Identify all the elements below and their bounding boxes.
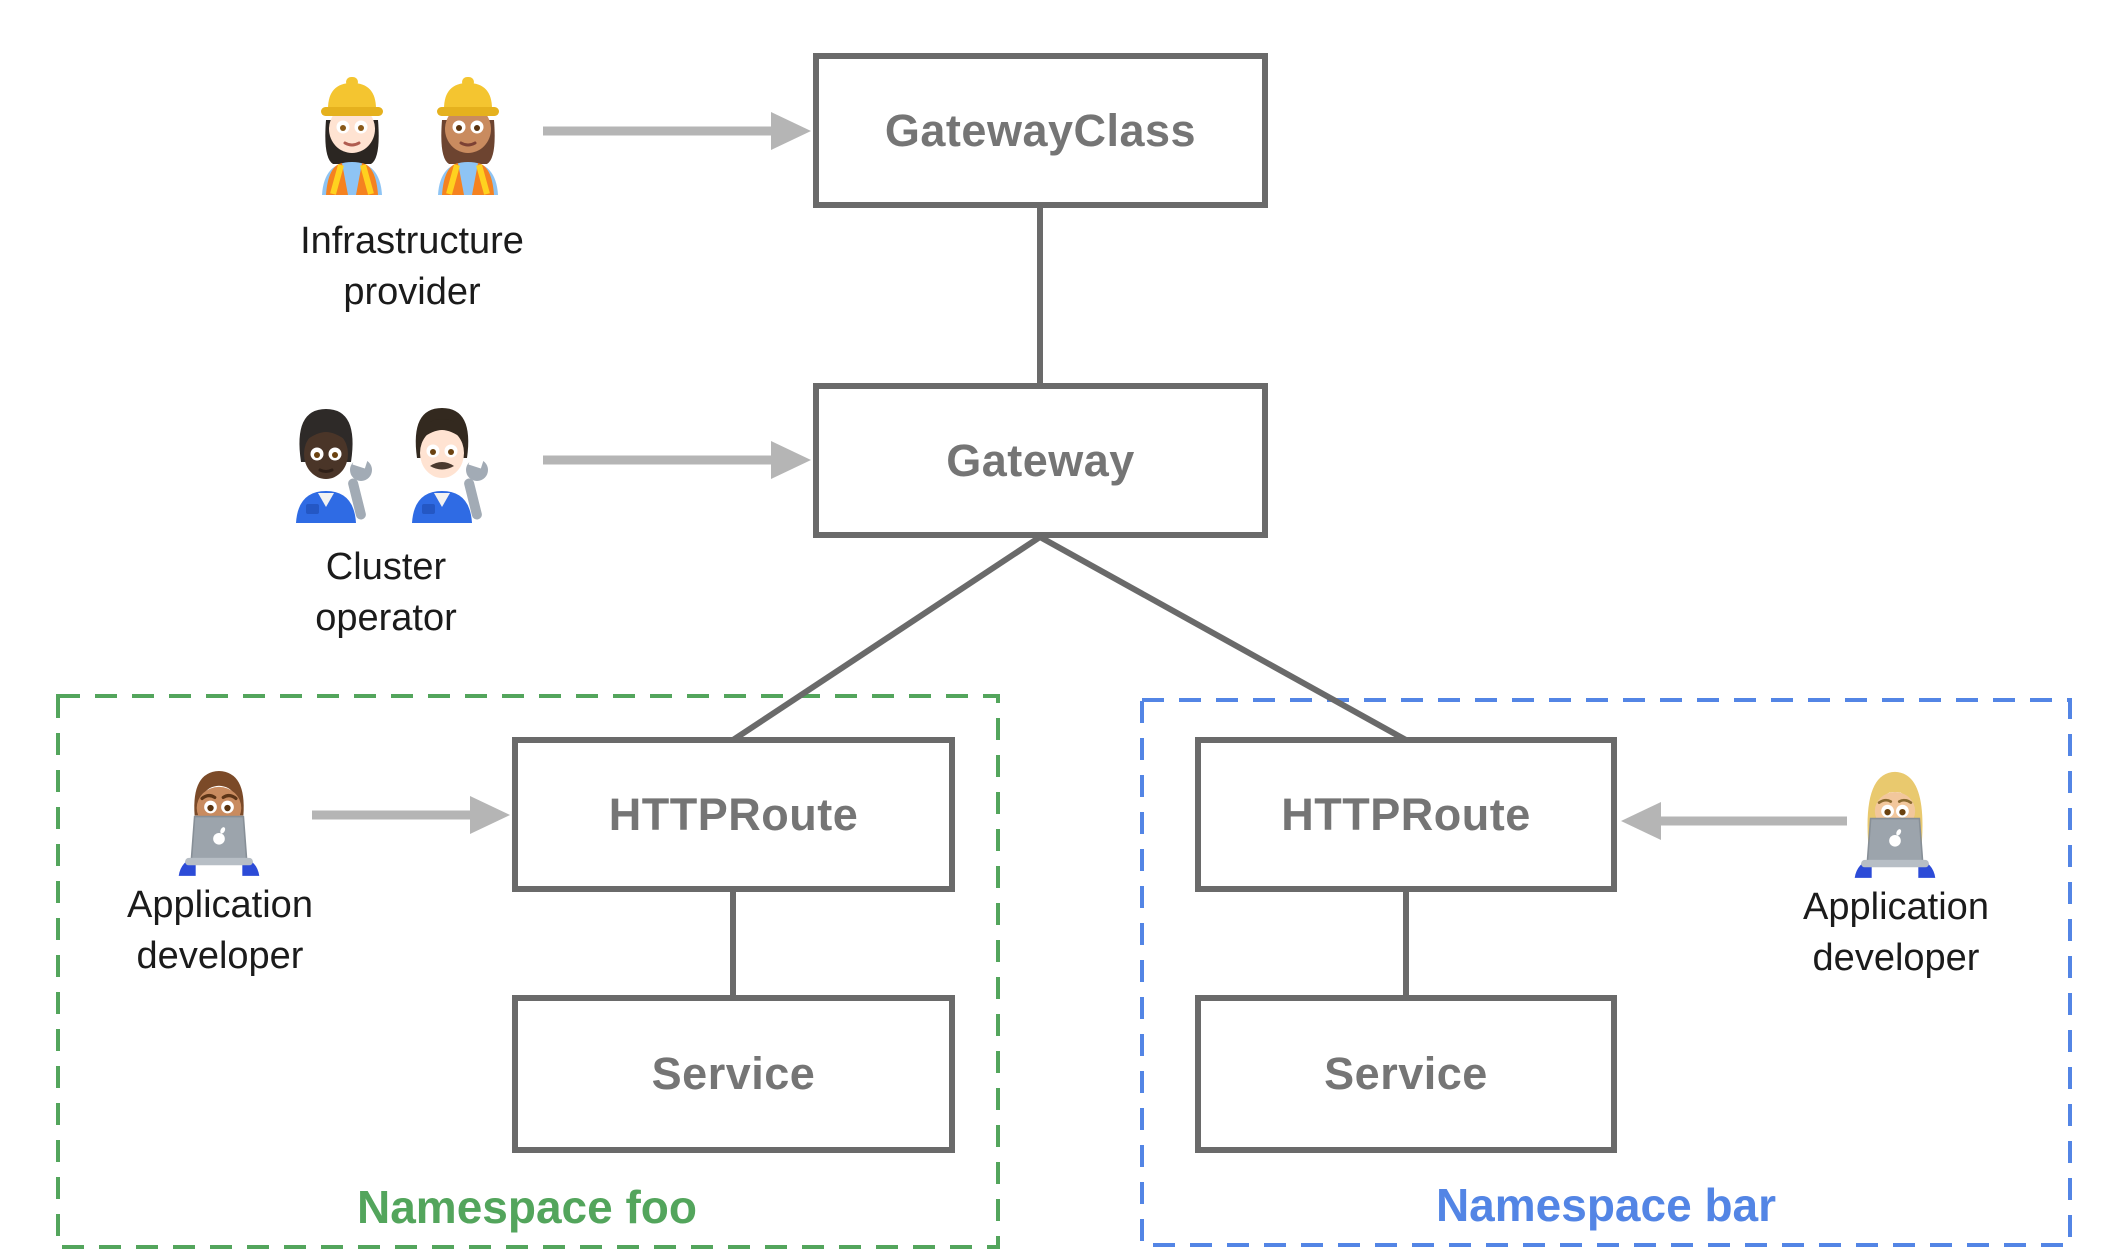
node-service-foo: Service xyxy=(512,995,955,1153)
woman-technologist-icon xyxy=(1854,771,1936,878)
infrastructure-provider-label-line1: Infrastructure xyxy=(300,220,524,262)
namespace-foo-boundary xyxy=(56,694,1000,1249)
cluster-operator-label: Cluster operator xyxy=(315,542,457,644)
woman-construction-worker-light-skin-icon xyxy=(321,77,383,195)
node-service-bar: Service xyxy=(1195,995,1617,1153)
namespace-bar-boundary xyxy=(1140,698,2072,1247)
app-developer-bar-label: Application developer xyxy=(1803,882,1989,984)
man-technologist-icon xyxy=(178,770,260,876)
arrow-app-developer-to-httproute-bar xyxy=(1621,802,1847,840)
edge-gateway-httproute-bar xyxy=(1038,534,1408,743)
cluster-operator-label-line2: operator xyxy=(315,597,457,639)
woman-construction-worker-medium-skin-icon xyxy=(437,77,499,195)
app-developer-bar-label-line2: developer xyxy=(1812,937,1980,979)
arrow-infrastructure-provider-to-gatewayclass xyxy=(543,112,811,150)
app-developer-foo-label-line2: developer xyxy=(136,935,304,977)
man-mechanic-light-skin-icon xyxy=(412,408,488,523)
infrastructure-provider-icons xyxy=(302,68,518,195)
app-developer-foo-label: Application developer xyxy=(127,880,313,982)
infrastructure-provider-label-line2: provider xyxy=(343,271,481,313)
app-developer-bar-label-line1: Application xyxy=(1803,886,1989,928)
app-developer-foo-label-line1: Application xyxy=(127,884,313,926)
arrow-cluster-operator-to-gateway xyxy=(543,441,811,479)
app-developer-foo-icon xyxy=(166,756,272,876)
namespace-foo-label: Namespace foo xyxy=(356,1181,698,1233)
edge-gateway-httproute-foo xyxy=(731,534,1042,743)
node-gateway: Gateway xyxy=(813,383,1268,538)
app-developer-bar-icon xyxy=(1842,758,1948,878)
arrow-app-developer-to-httproute-foo xyxy=(312,796,510,834)
node-httproute-foo: HTTPRoute xyxy=(512,737,955,892)
infrastructure-provider-label: Infrastructure provider xyxy=(300,216,524,318)
cluster-operator-label-line1: Cluster xyxy=(325,546,447,588)
node-httproute-bar: HTTPRoute xyxy=(1195,737,1617,892)
cluster-operator-icons xyxy=(276,396,492,523)
namespace-bar-label: Namespace bar xyxy=(1435,1179,1777,1231)
person-mechanic-dark-skin-icon xyxy=(296,409,372,523)
node-gatewayclass: GatewayClass xyxy=(813,53,1268,208)
